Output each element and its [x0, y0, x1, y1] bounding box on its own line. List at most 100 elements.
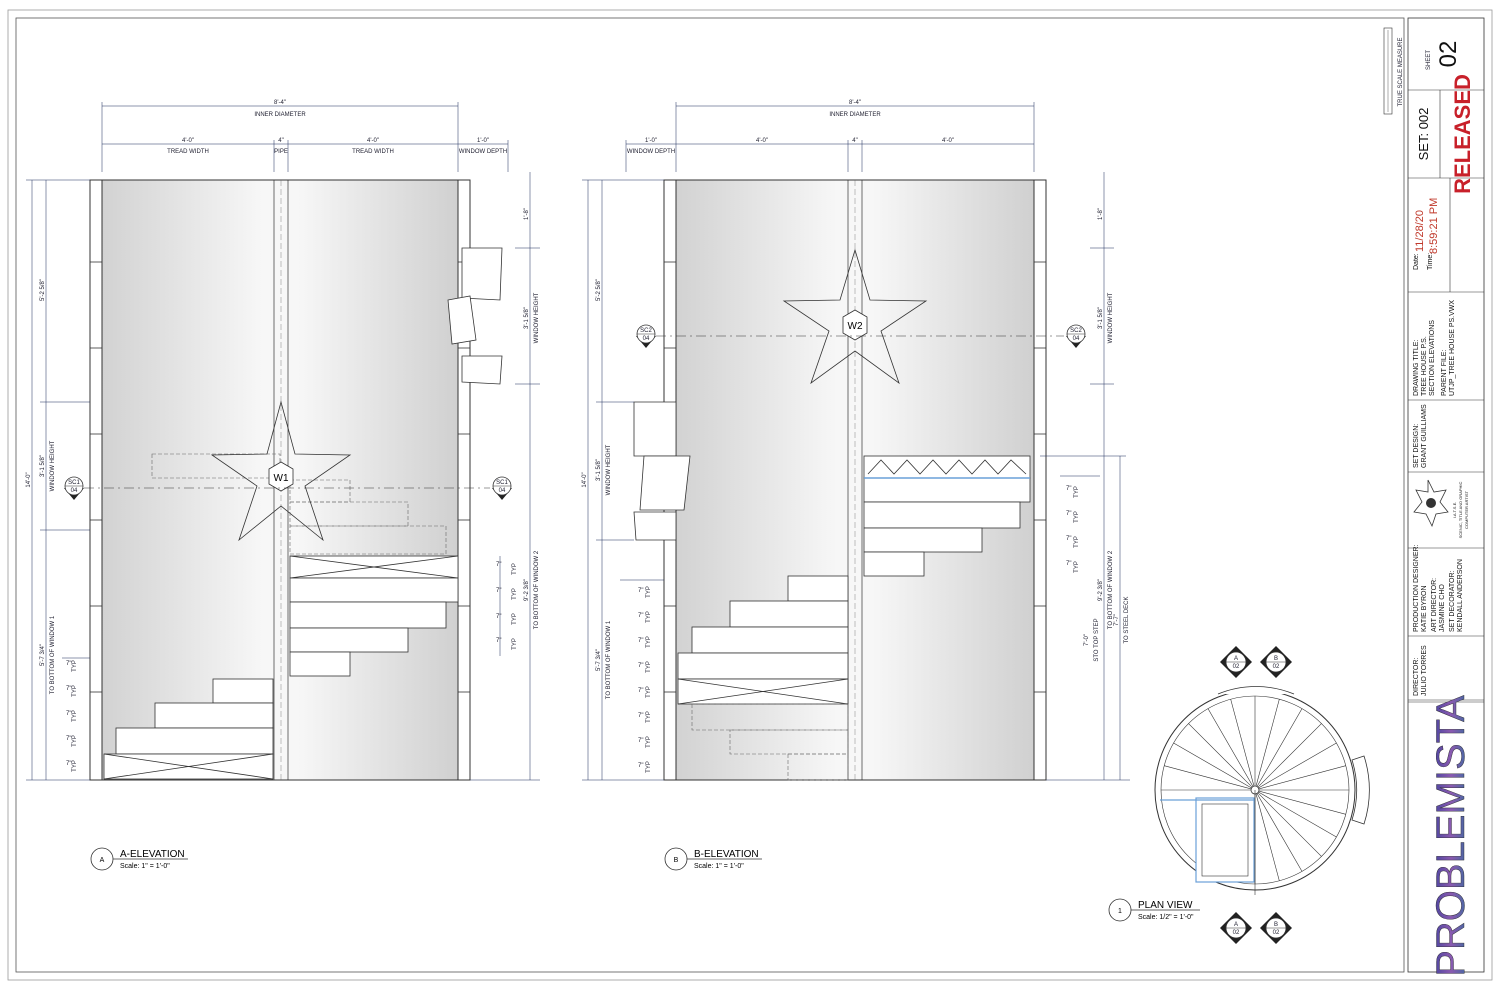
plan-view-caption: 1 PLAN VIEW Scale: 1/2" = 1'-0" [1108, 898, 1200, 922]
svg-text:7": 7" [1066, 511, 1071, 517]
section-ref-b-bottom: B 02 [1260, 912, 1292, 944]
svg-text:SHEET: SHEET [1426, 50, 1432, 70]
section-ref-a-bottom: A 02 [1220, 912, 1252, 944]
svg-text:WINDOW HEIGHT: WINDOW HEIGHT [1108, 292, 1114, 343]
svg-text:7": 7" [66, 661, 71, 667]
svg-text:7": 7" [1066, 536, 1071, 542]
svg-text:WINDOW HEIGHT: WINDOW HEIGHT [50, 440, 56, 491]
svg-text:02: 02 [1273, 930, 1280, 936]
svg-text:5'-2 5/8": 5'-2 5/8" [596, 279, 602, 301]
svg-text:9'-2 3/8": 9'-2 3/8" [524, 579, 530, 601]
true-scale-measure: TRUE SCALE MEASURE [1383, 27, 1404, 115]
svg-text:TYP: TYP [72, 710, 78, 722]
svg-text:TYP: TYP [646, 636, 652, 648]
svg-text:B: B [674, 857, 679, 864]
svg-text:1'-0": 1'-0" [645, 138, 657, 144]
svg-text:3'-1 5/8": 3'-1 5/8" [40, 455, 46, 477]
svg-text:DRAWING TITLE:: DRAWING TITLE: [1413, 340, 1420, 396]
time-value: 8:59:21 PM [1428, 198, 1440, 254]
date-value: 11/28/20 [1414, 210, 1426, 252]
svg-text:INNER DIAMETER: INNER DIAMETER [829, 112, 881, 118]
svg-text:7": 7" [638, 638, 643, 644]
elevation-a: W1 SC1 04 SC1 04 8'-4" INNER DIAMETER 4'… [26, 100, 540, 871]
svg-text:04: 04 [643, 336, 650, 342]
art-director: JASMINE CHO [1439, 584, 1446, 632]
svg-text:Time:: Time: [1427, 253, 1434, 270]
window-1 [633, 401, 691, 541]
svg-text:PRODUCTION DESIGNER:: PRODUCTION DESIGNER: [1413, 544, 1420, 632]
drawing-border [15, 17, 1405, 973]
svg-text:PARENT FILE:: PARENT FILE: [1441, 350, 1448, 396]
stair-spoke [1258, 790, 1346, 815]
svg-text:TO BOTTOM OF WINDOW 2: TO BOTTOM OF WINDOW 2 [1108, 550, 1114, 629]
svg-text:TYP: TYP [646, 586, 652, 598]
stair-treads-lower [677, 575, 849, 705]
svg-text:TYP: TYP [646, 761, 652, 773]
svg-text:DIRECTOR:: DIRECTOR: [1413, 658, 1420, 696]
svg-text:TYP: TYP [512, 563, 518, 575]
elevation-a-caption: A A-ELEVATION Scale: 1" = 1'-0" [90, 847, 188, 871]
svg-text:4'-0": 4'-0" [367, 138, 379, 144]
stair-spoke [1258, 742, 1337, 789]
svg-text:WINDOW DEPTH: WINDOW DEPTH [627, 149, 675, 155]
section-marker-right: SC2 04 [1066, 324, 1086, 348]
svg-text:5'-2 5/8": 5'-2 5/8" [40, 279, 46, 301]
svg-text:TO STEEL DECK: TO STEEL DECK [1124, 596, 1130, 643]
svg-text:TYP: TYP [646, 686, 652, 698]
svg-text:02: 02 [1233, 930, 1240, 936]
svg-text:4": 4" [852, 138, 857, 144]
stair-spoke [1258, 791, 1337, 838]
svg-text:TYP: TYP [1074, 536, 1080, 548]
svg-text:04: 04 [499, 488, 506, 494]
svg-text:7": 7" [638, 663, 643, 669]
svg-text:TREAD WIDTH: TREAD WIDTH [167, 149, 209, 155]
elevation-b-caption: B B-ELEVATION Scale: 1" = 1'-0" [664, 847, 762, 871]
svg-text:TYP: TYP [646, 711, 652, 723]
svg-text:SET DESIGN:: SET DESIGN: [1413, 424, 1420, 468]
svg-text:WINDOW HEIGHT: WINDOW HEIGHT [606, 444, 612, 495]
svg-text:TYP: TYP [646, 661, 652, 673]
svg-text:Date:: Date: [1413, 253, 1420, 270]
svg-text:1'-8": 1'-8" [524, 208, 530, 220]
set-number: SET: 002 [1416, 108, 1431, 161]
svg-text:5'-7 3/4": 5'-7 3/4" [40, 644, 46, 666]
svg-text:7": 7" [496, 562, 501, 568]
stair-spoke [1230, 699, 1255, 787]
stair-spoke [1258, 765, 1346, 790]
svg-text:SC2: SC2 [640, 328, 652, 334]
elevation-b-title: B-ELEVATION [694, 849, 759, 860]
svg-text:3'-1 5/8": 3'-1 5/8" [524, 307, 530, 329]
svg-text:7'-0": 7'-0" [1084, 634, 1090, 646]
plan-view-title: PLAN VIEW [1138, 900, 1193, 911]
svg-text:02: 02 [1233, 664, 1240, 670]
svg-text:7": 7" [638, 763, 643, 769]
svg-text:4": 4" [278, 138, 283, 144]
section-marker-left: SC2 04 [636, 324, 656, 348]
svg-text:7": 7" [638, 613, 643, 619]
svg-text:1'-0": 1'-0" [477, 138, 489, 144]
drawing-title: TREE HOUSE P.S. [1421, 336, 1428, 396]
stair-spoke [1257, 792, 1322, 857]
window-tag-w1: W1 [274, 473, 289, 484]
stair-spoke [1255, 793, 1280, 881]
svg-text:TYP: TYP [646, 611, 652, 623]
elevation-a-title: A-ELEVATION [120, 849, 185, 860]
svg-text:COMPUTER ARTIST: COMPUTER ARTIST [1464, 490, 1469, 528]
svg-text:PIPE: PIPE [274, 149, 288, 155]
svg-text:TYP: TYP [72, 760, 78, 772]
svg-text:1'-8": 1'-8" [1098, 208, 1104, 220]
problemista-logo: PROBLEMISTA [1429, 695, 1473, 977]
svg-text:7": 7" [66, 736, 71, 742]
svg-text:A: A [100, 857, 105, 864]
svg-text:7": 7" [638, 738, 643, 744]
window-2 [447, 247, 503, 385]
stair-spoke [1188, 723, 1253, 788]
svg-text:TYP: TYP [512, 638, 518, 650]
stair-treads-lower [103, 678, 274, 780]
svg-text:04: 04 [71, 488, 78, 494]
window-tag-w2: W2 [848, 321, 863, 332]
svg-text:TO BOTTOM OF WINDOW 1: TO BOTTOM OF WINDOW 1 [606, 620, 612, 699]
svg-text:TO BOTTOM OF WINDOW 1: TO BOTTOM OF WINDOW 1 [50, 615, 56, 694]
